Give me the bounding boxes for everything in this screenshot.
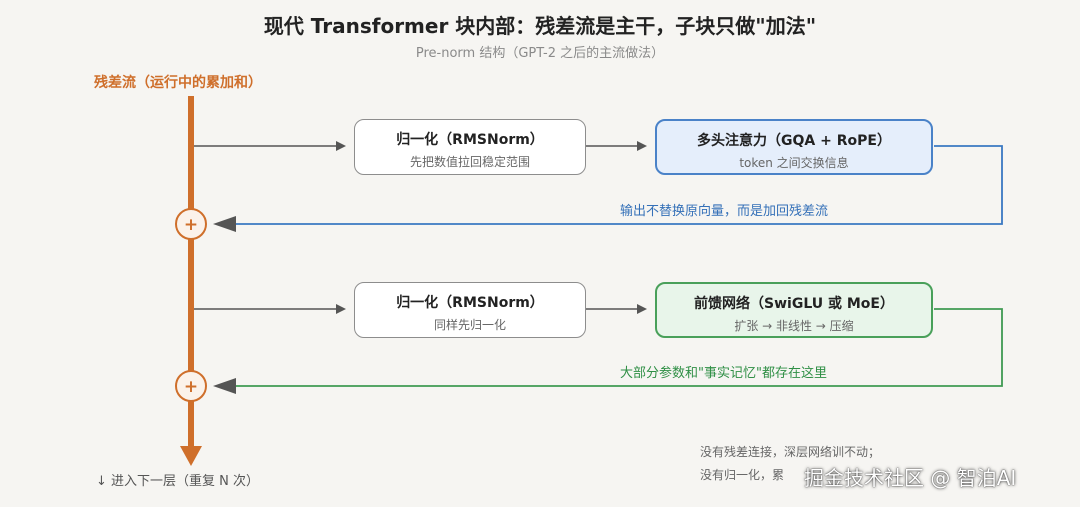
attention-return-path [226, 145, 1003, 225]
norm2-subtitle: 同样先归一化 [433, 318, 506, 332]
ffn-return-arrowhead [213, 378, 236, 394]
watermark: 掘金技术社区 @ 智泊AI [804, 466, 1017, 490]
ffn-block: 前馈网络（SwiGLU 或 MoE） 扩张 → 非线性 → 压缩 [655, 282, 933, 338]
norm1-block: 归一化（RMSNorm） 先把数值拉回稳定范围 [354, 119, 586, 175]
residual-stream-label: 残差流（运行中的累加和） [94, 75, 262, 91]
add-node-1-symbol: + [184, 215, 198, 235]
ffn-return-path [226, 308, 1003, 387]
attention-block: 多头注意力（GQA + RoPE） token 之间交换信息 [655, 119, 933, 175]
norm2-block: 归一化（RMSNorm） 同样先归一化 [354, 282, 586, 338]
footnote-line-2: 没有归一化，累 [700, 468, 785, 482]
attention-title: 多头注意力（GQA + RoPE） [697, 133, 891, 149]
footnote-line-1: 没有残差连接，深层网络训不动； [700, 445, 881, 459]
add-node-2-symbol: + [184, 377, 198, 397]
norm1-title: 归一化（RMSNorm） [396, 132, 544, 148]
norm2-title: 归一化（RMSNorm） [396, 295, 544, 311]
diagram-title: 现代 Transformer 块内部：残差流是主干，子块只做"加法" [263, 14, 817, 38]
attention-return-note: 输出不替换原向量，而是加回残差流 [620, 204, 829, 219]
attention-subtitle: token 之间交换信息 [739, 156, 849, 170]
diagram-subtitle: Pre-norm 结构（GPT-2 之后的主流做法） [415, 46, 665, 61]
ffn-return-note: 大部分参数和"事实记忆"都存在这里 [620, 366, 827, 381]
add-node-1 [175, 208, 207, 240]
norm1-subtitle: 先把数值拉回稳定范围 [409, 155, 530, 169]
ffn-title: 前馈网络（SwiGLU 或 MoE） [694, 296, 894, 312]
ffn-subtitle: 扩张 → 非线性 → 压缩 [734, 319, 854, 333]
add-node-2 [175, 370, 207, 402]
attention-return-arrowhead [213, 216, 236, 232]
next-layer-label: ↓ 进入下一层（重复 N 次） [96, 474, 260, 489]
residual-stream-arrowhead [180, 446, 202, 466]
